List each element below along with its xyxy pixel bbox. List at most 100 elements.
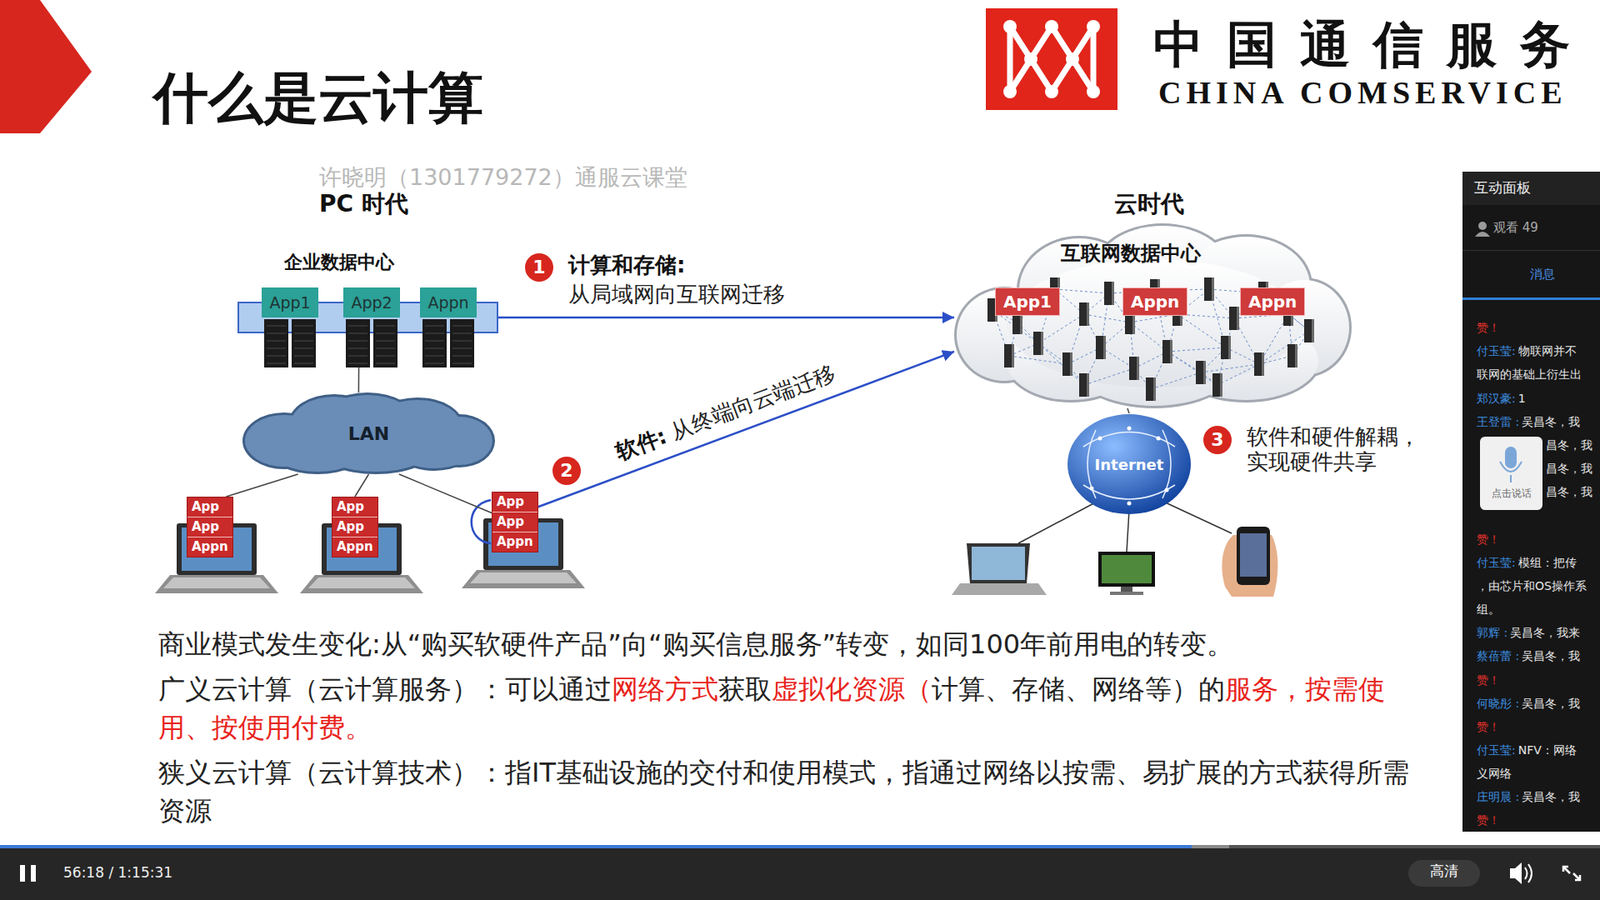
shape [452, 340, 472, 342]
globe-dot [1127, 501, 1132, 506]
company-logo [985, 8, 1118, 110]
network-name: LAN [242, 392, 495, 475]
cloud-fill [395, 426, 474, 469]
network-link [1167, 351, 1218, 385]
video-controls [1573, 873, 1580, 880]
client-devices [966, 543, 1030, 584]
client-devices [1120, 586, 1133, 592]
lan-cloud: LAN [242, 392, 495, 475]
shape [264, 319, 289, 368]
video-controls [1563, 866, 1580, 880]
shape [375, 355, 395, 357]
company-logo [1007, 26, 1014, 92]
chat-message: NFV：网络 [1518, 743, 1577, 757]
shape [425, 348, 445, 350]
server-tower [1086, 302, 1090, 326]
chat-message: 赞！ [1476, 720, 1500, 734]
server-tower [1220, 335, 1231, 360]
server-tower [1170, 340, 1173, 364]
callout-number: 1 [525, 253, 554, 282]
shape [294, 325, 314, 327]
video-controls [1564, 867, 1570, 874]
cloud-app: App1 [995, 287, 1060, 316]
server-tower [1104, 281, 1115, 305]
globe-grid [1083, 432, 1175, 448]
client-devices [951, 526, 1278, 597]
globe-dot [1127, 426, 1132, 431]
globe-dot [1165, 488, 1170, 493]
shape [294, 333, 314, 335]
era-heading: 云时代 [1114, 190, 1185, 218]
cloud-fill [1006, 259, 1302, 388]
laptop-icons [300, 575, 424, 594]
group-heading: 企业数据中心 [284, 251, 395, 274]
shape [348, 325, 368, 327]
server-tower [1203, 360, 1206, 385]
network-name: Internet [1066, 413, 1192, 515]
paragraph-text: 获取 [718, 673, 772, 705]
app-stack: AppAppAppn [331, 496, 379, 558]
corner-mark [0, 0, 92, 134]
chat-panel [1462, 250, 1600, 251]
shape [294, 348, 314, 350]
app-label: Appn [1248, 291, 1297, 312]
video-controls [0, 845, 1230, 849]
chat-panel [1462, 171, 1600, 205]
server-tower [1311, 319, 1315, 343]
video-controls [0, 845, 1600, 849]
shape [266, 355, 286, 357]
client-devices [1236, 526, 1270, 585]
shape [425, 333, 445, 335]
company-logo [1003, 20, 1017, 34]
globe-grid [1162, 430, 1171, 499]
app-server: App2 [343, 287, 400, 370]
chat-message: 1 [1518, 391, 1526, 405]
company-logo [1010, 26, 1094, 92]
chat-panel [1510, 475, 1512, 483]
callout-heading: 计算和存储: [568, 253, 685, 279]
network-link [1055, 289, 1110, 294]
chat-line: 联网的基础上衍生出 [1476, 365, 1582, 383]
chat-user: 庄明晨 : [1476, 790, 1520, 804]
shape [348, 333, 368, 335]
company-logo [1045, 20, 1059, 34]
shape [291, 319, 316, 368]
chat-message: 赞！ [1476, 320, 1500, 335]
connector [1127, 408, 1130, 414]
laptop-icons [163, 577, 270, 589]
server-tower [1111, 281, 1115, 305]
chat-line: 赞！ [1476, 671, 1500, 689]
company-logo [1003, 20, 1100, 99]
network-link [1038, 314, 1085, 344]
cloud-app: Appn [1122, 287, 1188, 316]
device-links [1018, 500, 1100, 544]
shape [452, 333, 472, 335]
shape [425, 340, 445, 342]
chat-message: 赞！ [1476, 673, 1500, 687]
video-controls [1528, 864, 1532, 883]
client-devices [1240, 533, 1267, 577]
device-links [1160, 500, 1232, 534]
connector [399, 474, 492, 514]
company-logo [1024, 52, 1038, 66]
app-label: App [332, 497, 378, 518]
chat-line: 昌冬，我 [1545, 483, 1593, 500]
chat-line: 庄明晨 :吴昌冬，我 [1476, 788, 1580, 805]
chat-line: 蔡蓓蕾 :吴昌冬，我 [1476, 647, 1580, 665]
network-link [1150, 372, 1201, 390]
laptop-icons [308, 577, 415, 589]
chat-message: 昌冬，我 [1545, 438, 1593, 452]
app-stack: AppAppAppn [186, 496, 234, 558]
shape [452, 363, 472, 365]
company-logo [1090, 26, 1097, 92]
server-tower [1211, 277, 1215, 301]
chat-user: 付玉莹: [1476, 743, 1516, 757]
video-controls [0, 845, 1600, 900]
shape [348, 363, 368, 365]
shape [375, 340, 395, 342]
laptop-icons [470, 572, 577, 584]
chat-line: 付玉莹:模组：把传 [1476, 554, 1577, 571]
chat-line: 付玉莹:物联网并不 [1476, 342, 1577, 360]
company-name: 中国通信服务 [1153, 16, 1594, 75]
chat-line: 赞！ [1476, 718, 1500, 735]
